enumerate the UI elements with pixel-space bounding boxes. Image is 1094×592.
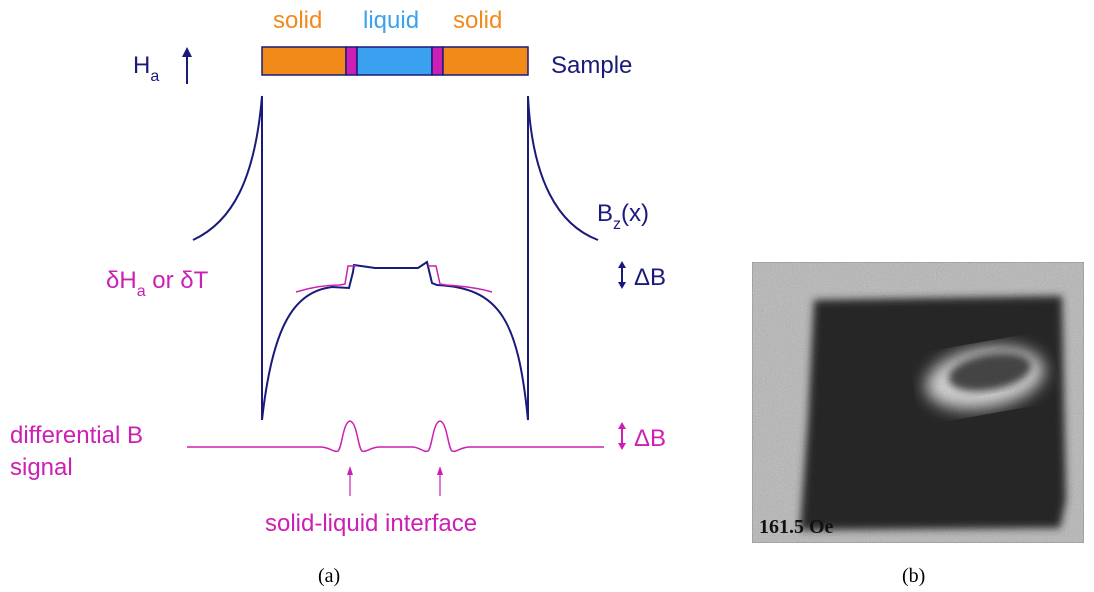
segment-label-solid-right: solid (453, 7, 502, 34)
sample-liquid (356, 46, 433, 76)
interface-arrow-icon-right (437, 466, 443, 496)
delta-b-label-lower: ΔB (634, 425, 666, 452)
sample-interface-right (431, 46, 444, 76)
field-value-label: 161.5 Oe (759, 516, 834, 538)
segment-label-solid-left: solid (273, 7, 322, 34)
perturbation-label: δHa or δT (106, 267, 209, 300)
sample-solid-left (261, 46, 347, 76)
interface-arrow-icon-left (347, 466, 353, 496)
sample-bar (261, 46, 529, 76)
panel-a: solid liquid solid Ha Sample Bz(x) δHa o… (10, 7, 666, 587)
sample-interface-left (345, 46, 358, 76)
delta-b-label-upper: ΔB (634, 264, 666, 291)
magneto-optical-image (751, 261, 1085, 544)
field-up-arrow-icon (182, 47, 192, 84)
double-arrow-icon-lower (618, 422, 626, 450)
differential-label-line2: signal (10, 454, 73, 481)
panel-b: 161.5 Oe (b) (751, 261, 1085, 587)
double-arrow-icon-upper (618, 261, 626, 289)
segment-label-liquid: liquid (363, 7, 419, 34)
differential-signal-curve (187, 420, 604, 453)
interface-label: solid-liquid interface (265, 510, 477, 537)
bz-label: Bz(x) (597, 200, 649, 233)
perturbed-profile-curve (295, 265, 493, 293)
caption-a: (a) (318, 565, 340, 587)
sample-label: Sample (551, 52, 632, 79)
sample-solid-right (442, 46, 529, 76)
bz-profile-curve (192, 95, 599, 421)
caption-b: (b) (902, 565, 925, 587)
field-label: Ha (133, 52, 159, 85)
differential-label-line1: differential B (10, 422, 143, 449)
